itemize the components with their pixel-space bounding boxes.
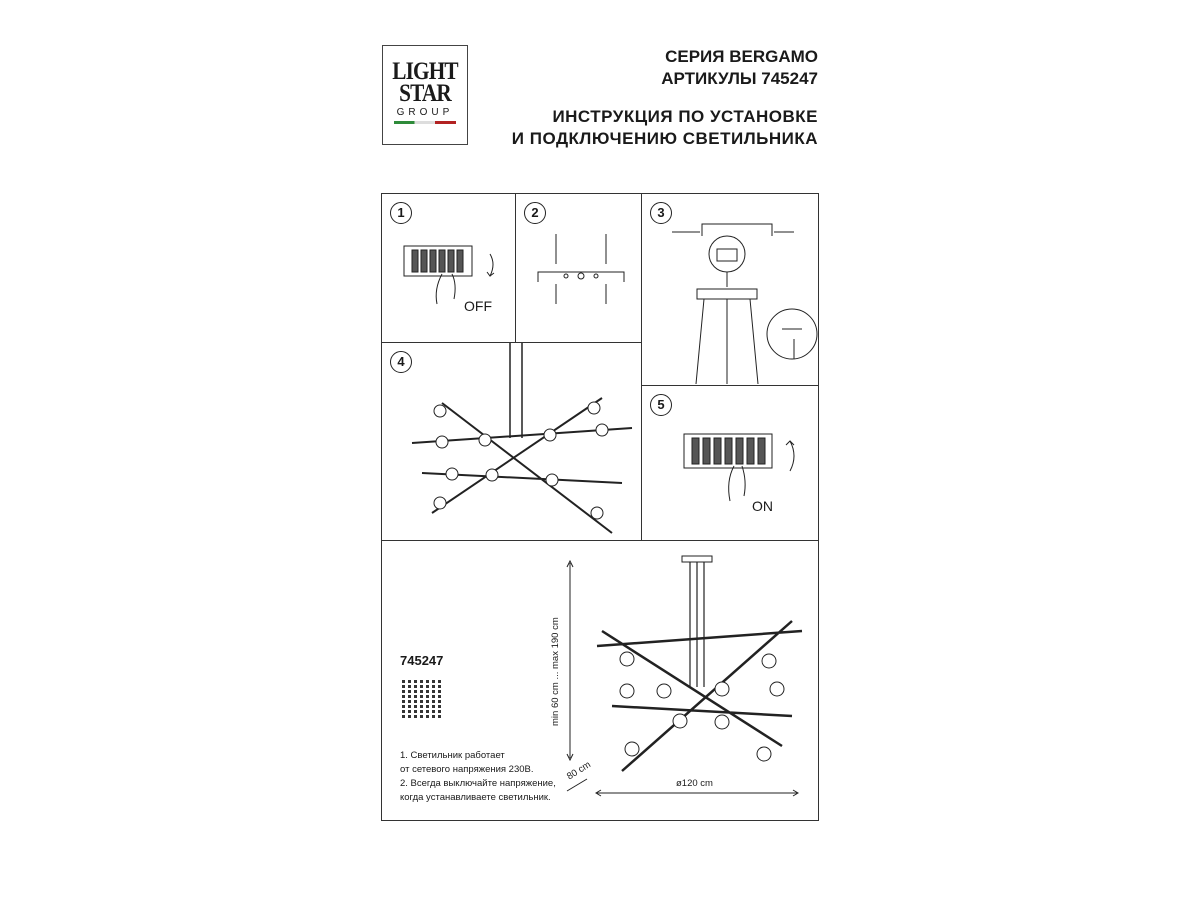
step-number: 3 xyxy=(650,202,672,224)
logo-text-group: GROUP xyxy=(396,107,454,118)
safety-notes: 1. Светильник работает от сетевого напря… xyxy=(400,749,556,805)
mounting-bracket-illustration xyxy=(537,234,625,304)
title-line-1: ИНСТРУКЦИЯ ПО УСТАНОВКЕ xyxy=(552,107,818,126)
step-5-panel: 5 ON xyxy=(641,385,819,541)
breaker-switch-off-illustration xyxy=(403,245,495,305)
step-number: 4 xyxy=(390,351,412,373)
qr-code[interactable] xyxy=(402,678,444,720)
brand-logo: LIGHT STAR GROUP xyxy=(382,45,468,145)
article-numbers: АРТИКУЛЫ 745247 xyxy=(661,69,818,88)
instruction-title: ИНСТРУКЦИЯ ПО УСТАНОВКЕ И ПОДКЛЮЧЕНИЮ СВ… xyxy=(512,106,818,150)
series-header: СЕРИЯ BERGAMO АРТИКУЛЫ 745247 xyxy=(661,46,818,90)
article-number: 745247 xyxy=(400,653,444,668)
assembly-arms-illustration xyxy=(411,343,633,534)
on-label: ON xyxy=(752,498,773,514)
title-line-2: И ПОДКЛЮЧЕНИЮ СВЕТИЛЬНИКА xyxy=(511,129,818,148)
step-number: 2 xyxy=(524,202,546,224)
step-3-panel: 3 xyxy=(641,193,819,386)
step-2-panel: 2 xyxy=(515,193,642,343)
italian-flag-stripe xyxy=(394,121,456,124)
spec-panel: 745247 1. Светильник работает от сетевог… xyxy=(381,540,819,821)
fixture-dimensions-drawing xyxy=(566,555,803,797)
step-number: 5 xyxy=(650,394,672,416)
diameter-dimension: ø120 cm xyxy=(676,778,713,789)
step-1-panel: 1 OFF xyxy=(381,193,516,343)
step-number: 1 xyxy=(390,202,412,224)
note-line: 1. Светильник работает xyxy=(400,750,505,761)
note-line: когда устанавливаете светильник. xyxy=(400,792,551,803)
note-line: 2. Всегда выключайте напряжение, xyxy=(400,778,556,789)
note-line: от сетевого напряжения 230В. xyxy=(400,764,534,775)
step-4-panel: 4 xyxy=(381,342,642,541)
wiring-connection-illustration xyxy=(672,223,818,385)
logo-text-star: STAR xyxy=(399,80,452,107)
series-name: СЕРИЯ BERGAMO xyxy=(665,47,818,66)
logo-text-light: LIGHT xyxy=(392,58,458,85)
off-label: OFF xyxy=(464,298,492,314)
height-dimension: min 60 cm ... max 190 cm xyxy=(550,617,561,726)
breaker-switch-on-illustration xyxy=(683,433,795,502)
